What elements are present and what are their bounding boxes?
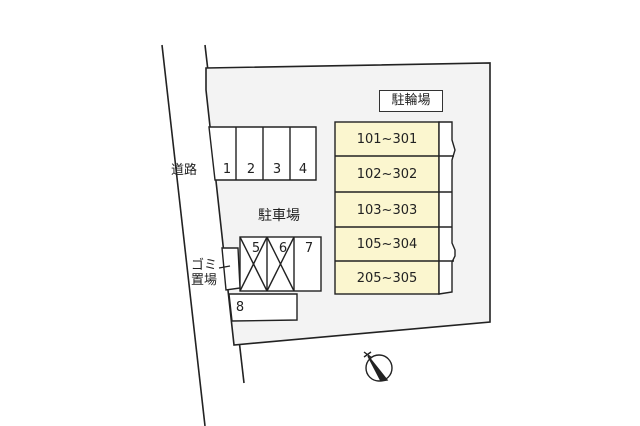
parking-row-middle (239, 236, 322, 292)
parking-space-7[interactable]: 7 (304, 241, 314, 256)
road-edge-left (161, 44, 206, 426)
bicycle-slot-1[interactable]: 101~301 (356, 132, 418, 147)
parking-space-8-box (228, 293, 298, 322)
bicycle-slot-3[interactable]: 103~303 (356, 203, 418, 218)
parking-row-top (208, 126, 317, 181)
garbage-label-line1: ゴミ (190, 258, 217, 273)
parking-space-3[interactable]: 3 (272, 162, 282, 177)
parking-space-2[interactable]: 2 (246, 162, 256, 177)
road-label: 道路 (171, 163, 198, 178)
garbage-area-label: ゴミ 置場 (190, 258, 218, 288)
bicycle-slot-4[interactable]: 105~304 (356, 237, 418, 252)
bicycle-parking-label: 駐輪場 (379, 90, 443, 112)
parking-space-6[interactable]: 6 (278, 241, 288, 256)
parking-space-8[interactable]: 8 (235, 300, 245, 315)
parking-space-4[interactable]: 4 (298, 162, 308, 177)
parking-area-label: 駐車場 (258, 208, 300, 224)
parking-space-1[interactable]: 1 (222, 162, 232, 177)
garbage-label-line2: 置場 (190, 273, 217, 288)
garbage-box (221, 247, 241, 291)
bicycle-area (334, 121, 456, 295)
parking-space-5[interactable]: 5 (251, 241, 261, 256)
bicycle-slot-5[interactable]: 205~305 (356, 271, 418, 286)
north-arrow-icon (363, 351, 393, 382)
bicycle-slot-2[interactable]: 102~302 (356, 167, 418, 182)
